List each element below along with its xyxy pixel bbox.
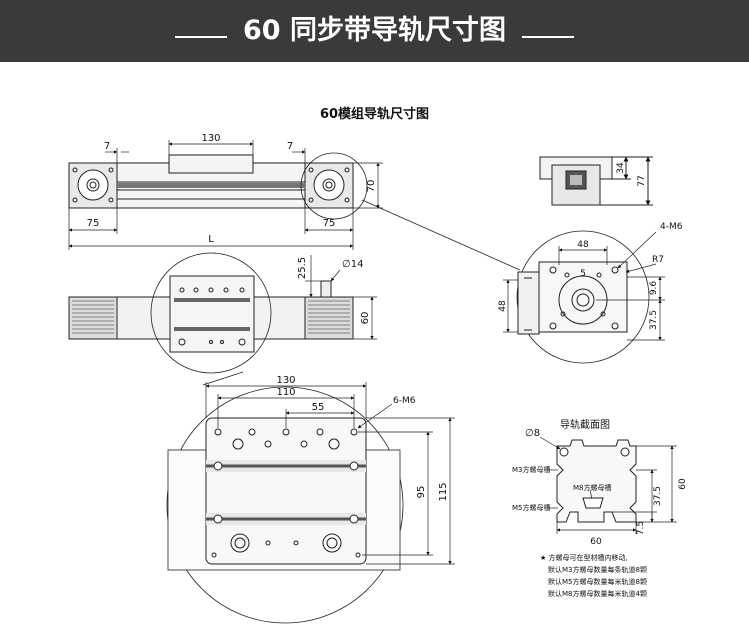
dim-75-right: 75 [323,218,336,229]
dim-diameter-8: ∅8 [525,428,540,439]
header-banner [0,0,749,62]
dim-25-5: 25.5 [297,257,308,279]
dim-60-side: 60 [360,312,371,325]
dim-7-5: 7.5 [636,521,646,535]
top-view-dimensions [68,140,383,250]
dim-60-vertical: 60 [678,478,688,490]
dim-7-right: 7 [287,141,293,152]
drawing-title: 60模组导轨尺寸图 [319,107,430,122]
dim-L: L [208,234,214,245]
carriage-dimensions [205,382,455,565]
label-4-m6: 4-M6 [660,222,683,232]
dim-130-top: 130 [201,133,220,144]
top-view [68,152,521,271]
end-detail-dimensions [503,231,665,341]
dim-55: 55 [312,402,325,413]
side-view-dimensions [305,255,377,340]
end-view [539,156,653,206]
banner-right-rule [522,36,574,38]
label-r7: R7 [652,255,664,265]
dim-37-5: 37.5 [649,310,659,330]
rail-section-dimensions [539,436,677,534]
dim-130-carriage: 130 [276,375,295,386]
carriage-detail [166,386,404,624]
dim-7-left: 7 [104,141,110,152]
dim-9-6: 9.6 [649,281,659,296]
dim-60-horizontal: 60 [590,537,602,547]
note-line-4: 默认M8方螺母数量每米轨道4颗 [548,589,647,598]
end-detail [516,230,650,364]
dim-95: 95 [416,486,427,499]
dim-37-5-rail: 37.5 [653,486,663,506]
dim-75-left: 75 [87,218,100,229]
dim-diameter-14: ∅14 [342,259,363,270]
note-line-1: ★ 方螺母可在型材槽内移动, [540,553,628,562]
dim-48-top: 48 [577,240,589,250]
dim-70: 70 [366,180,377,193]
label-m3-slot: M3方螺母槽 [512,465,551,474]
side-view [68,252,354,386]
dim-77: 77 [637,175,647,186]
dim-34: 34 [616,162,626,174]
note-line-3: 默认M5方螺母数量每米轨道8颗 [548,577,647,586]
banner-left-rule [175,36,227,38]
dim-110: 110 [276,387,295,398]
rail-section-title: 导轨截面图 [560,418,610,431]
dim-115: 115 [438,482,449,501]
note-line-2: 默认M3方螺母数量每条轨道8颗 [548,565,647,574]
rail-section [556,439,637,523]
dim-5: 5 [580,269,586,279]
dim-48-left: 48 [498,300,508,312]
banner-title: 60 同步带导轨尺寸图 [243,15,506,46]
label-m8-slot: M8方螺母槽 [573,483,612,492]
label-6-m6: 6-M6 [393,396,416,406]
label-m5-slot: M5方螺母槽 [512,503,551,512]
